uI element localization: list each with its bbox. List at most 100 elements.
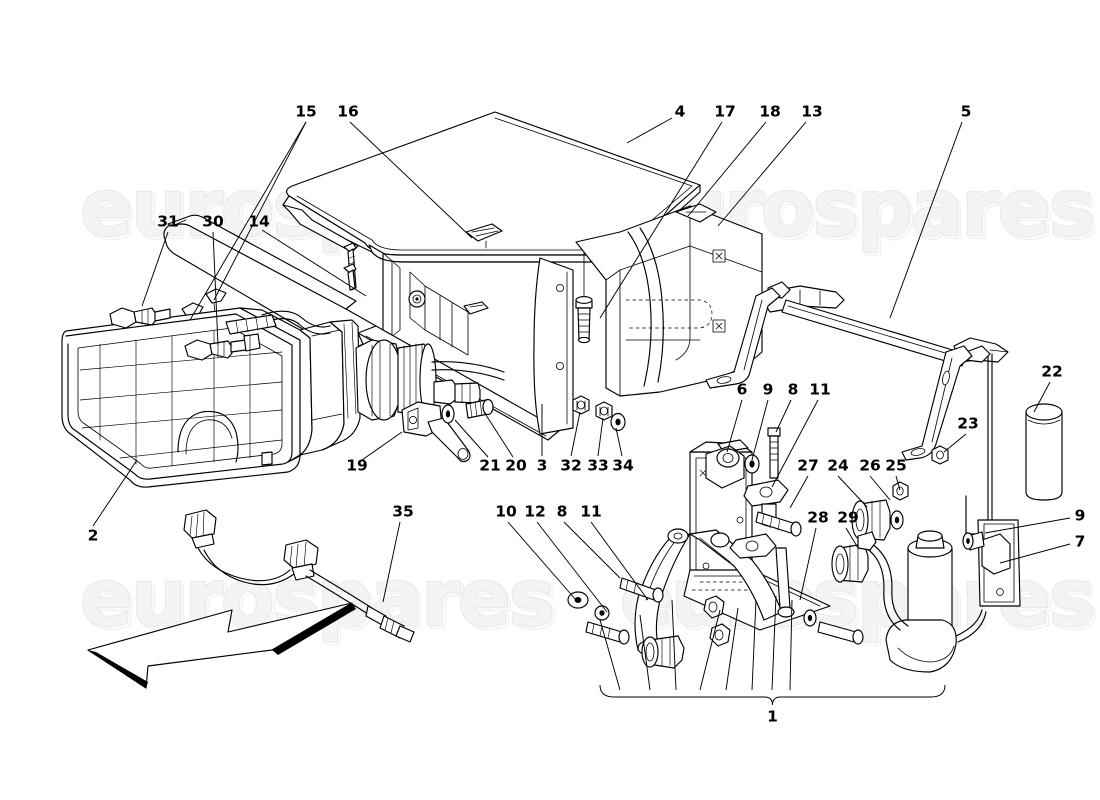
leader-line-33-0 bbox=[597, 417, 604, 457]
callout-label-27: 27 bbox=[797, 457, 819, 475]
leader-line-20-0 bbox=[483, 411, 514, 458]
callout-label-11b: 11 bbox=[580, 503, 602, 521]
leader-line-34-0 bbox=[615, 427, 623, 457]
pump-reservoir bbox=[857, 530, 987, 673]
leader-line-2-0 bbox=[92, 459, 138, 527]
headlight-adjuster bbox=[401, 398, 494, 463]
leader-line-35-0 bbox=[382, 521, 401, 603]
callout-label-25: 25 bbox=[885, 457, 907, 475]
washer-21 bbox=[441, 404, 455, 424]
callout-label-9b: 9 bbox=[1075, 507, 1086, 525]
assembly-bracket-1: 1 bbox=[599, 595, 946, 726]
washer-29 bbox=[803, 609, 817, 627]
bolt-9-right bbox=[962, 531, 985, 551]
callout-label-19: 19 bbox=[346, 457, 368, 475]
bushing-24 bbox=[851, 499, 891, 541]
callout-label-26: 26 bbox=[859, 457, 881, 475]
callout-label-3: 3 bbox=[537, 457, 548, 475]
bolt-27 bbox=[755, 511, 802, 537]
callout-label-24: 24 bbox=[827, 457, 849, 475]
leader-line-22-0 bbox=[1033, 381, 1051, 413]
callout-label-7: 7 bbox=[1075, 533, 1086, 551]
callout-label-12: 12 bbox=[524, 503, 546, 521]
callout-label-20: 20 bbox=[505, 457, 527, 475]
pivot-bracket-6 bbox=[705, 445, 745, 489]
callout-label-6: 6 bbox=[737, 381, 748, 399]
callout-label-30: 30 bbox=[202, 213, 224, 231]
leader-line-11-0 bbox=[771, 399, 819, 488]
screw-column-17 bbox=[575, 251, 593, 344]
clamp-31 bbox=[109, 307, 171, 329]
leader-line-10-0 bbox=[507, 521, 577, 601]
clamp-30 bbox=[184, 333, 261, 361]
bracket-tick-0 bbox=[599, 619, 621, 691]
screw-14b bbox=[343, 263, 357, 291]
bracket-tick-2 bbox=[671, 599, 677, 691]
callout-label-15: 15 bbox=[295, 103, 317, 121]
bulb-socket bbox=[355, 339, 437, 421]
bolt-28-lower bbox=[817, 621, 864, 645]
callout-label-21: 21 bbox=[479, 457, 501, 475]
callout-label-28: 28 bbox=[807, 509, 829, 527]
leader-line-6-0 bbox=[726, 399, 743, 453]
leader-line-26-0 bbox=[869, 475, 891, 501]
bracket-tick-3 bbox=[699, 609, 721, 691]
callout-label-31: 31 bbox=[157, 213, 179, 231]
callout-label-18: 18 bbox=[759, 103, 781, 121]
wiring-harness-35 bbox=[183, 509, 415, 643]
bolt-10 bbox=[585, 621, 630, 645]
callout-label-14: 14 bbox=[248, 213, 270, 231]
callout-label-9: 9 bbox=[763, 381, 774, 399]
leader-line-31-0 bbox=[141, 231, 169, 307]
hardware-32-33-34 bbox=[572, 395, 626, 432]
callout-label-11: 11 bbox=[809, 381, 831, 399]
bracket-tick-4 bbox=[725, 607, 739, 691]
bracket-tick-7 bbox=[789, 599, 793, 691]
washer-9-center bbox=[744, 454, 760, 474]
leader-line-28-0 bbox=[799, 527, 817, 601]
leader-line-8-0 bbox=[775, 399, 792, 433]
assembly-bracket-path bbox=[599, 684, 946, 706]
callout-label-5: 5 bbox=[961, 103, 972, 121]
clip-16a bbox=[465, 223, 503, 249]
watermark-eurospares-bottomleft: eurospares eurospares bbox=[79, 553, 559, 648]
nut-23 bbox=[931, 445, 949, 465]
lift-arm-torsion-bar bbox=[705, 281, 1009, 535]
mechanism-plate bbox=[567, 427, 909, 669]
leader-line-32-0 bbox=[570, 411, 581, 457]
screw-group-14 bbox=[343, 242, 357, 291]
callout-label-10: 10 bbox=[495, 503, 517, 521]
leader-line-15-0 bbox=[189, 121, 307, 321]
callout-label-17: 17 bbox=[714, 103, 736, 121]
leader-line-25-0 bbox=[895, 475, 901, 491]
leader-line-13-0 bbox=[717, 121, 807, 227]
callout-label-32: 32 bbox=[560, 457, 582, 475]
washer-26 bbox=[890, 510, 904, 530]
leader-line-12-0 bbox=[536, 521, 608, 613]
callout-label-4: 4 bbox=[675, 103, 686, 121]
leader-line-29-0 bbox=[845, 527, 859, 549]
leader-line-21-0 bbox=[454, 419, 489, 458]
cylinder-bush-22 bbox=[1025, 403, 1063, 501]
bracket-tick-1 bbox=[639, 614, 651, 691]
callout-label-23: 23 bbox=[957, 415, 979, 433]
leader-line-18-0 bbox=[687, 121, 767, 217]
nut-33 bbox=[595, 401, 613, 421]
bracket-tick-6 bbox=[771, 595, 777, 691]
callout-label-35: 35 bbox=[392, 503, 414, 521]
leader-line-30-0 bbox=[212, 231, 219, 346]
leader-line-4-0 bbox=[626, 117, 673, 144]
callout-label-13: 13 bbox=[801, 103, 823, 121]
leader-line-27-0 bbox=[789, 475, 809, 509]
leader-line-14-0 bbox=[261, 229, 367, 297]
leader-line-7-0 bbox=[999, 543, 1071, 564]
callout-label-33: 33 bbox=[587, 457, 609, 475]
callout-label-22: 22 bbox=[1041, 363, 1063, 381]
bushing-24b bbox=[831, 543, 869, 583]
leader-line-5-0 bbox=[889, 121, 963, 319]
callout-label-1: 1 bbox=[767, 708, 778, 726]
washer-34 bbox=[610, 412, 626, 432]
